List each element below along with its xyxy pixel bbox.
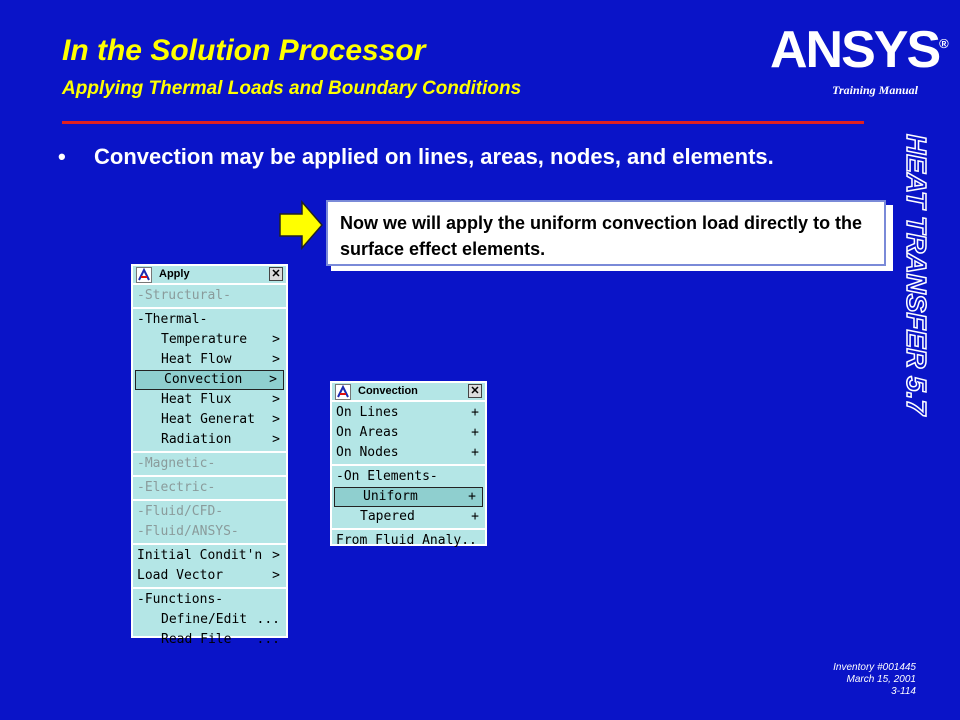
slide-subtitle: Applying Thermal Loads and Boundary Cond…	[62, 78, 522, 99]
load-group: Initial Condit'n > Load Vector >	[133, 545, 286, 589]
menu-item-heat-flow[interactable]: Heat Flow >	[133, 350, 286, 370]
menu-item-label: On Nodes	[336, 445, 399, 460]
convection-title: Convection	[358, 385, 418, 397]
submenu-arrow-icon: >	[272, 432, 280, 447]
pick-plus-icon: +	[471, 425, 479, 440]
menu-item-from-fluid-analysis[interactable]: From Fluid Analy..	[336, 533, 477, 548]
menu-item-label: Heat Flow	[161, 352, 232, 367]
menu-item-label: On Areas	[336, 425, 399, 440]
menu-item-tapered[interactable]: Tapered +	[332, 507, 485, 527]
menu-item-heat-flux[interactable]: Heat Flux >	[133, 390, 286, 410]
menu-item-temperature[interactable]: Temperature >	[133, 330, 286, 350]
submenu-arrow-icon: >	[269, 372, 277, 387]
apply-panel: Apply ✕ -Structural- -Thermal- Temperatu…	[131, 264, 288, 647]
inventory-number: Inventory #001445	[833, 662, 916, 673]
menu-item-label: Read File	[161, 632, 232, 647]
close-icon[interactable]: ✕	[468, 384, 482, 398]
menu-item-heat-generat[interactable]: Heat Generat >	[133, 410, 286, 430]
apply-titlebar[interactable]: Apply ✕	[133, 266, 286, 285]
menu-item-label: Radiation	[161, 432, 232, 447]
menu-item-label: Initial Condit'n	[137, 548, 263, 563]
menu-item-fluid-cfd[interactable]: -Fluid/CFD-	[137, 504, 224, 519]
menu-item-label: Temperature	[161, 332, 248, 347]
convection-geometry-group: On Lines + On Areas + On Nodes +	[332, 402, 485, 466]
ansys-logo: ANSYS®	[770, 21, 949, 79]
menu-header-thermal[interactable]: -Thermal-	[137, 312, 208, 327]
menu-item-convection[interactable]: Convection >	[135, 370, 284, 390]
menu-header-on-elements[interactable]: -On Elements-	[336, 469, 438, 484]
slide-date: March 15, 2001	[846, 674, 917, 685]
pick-plus-icon: +	[468, 489, 476, 504]
menu-item-fluid-ansys[interactable]: -Fluid/ANSYS-	[137, 524, 239, 539]
registered-mark: ®	[939, 36, 948, 51]
menu-item-load-vector[interactable]: Load Vector >	[133, 566, 286, 586]
slide-title: In the Solution Processor	[62, 34, 426, 67]
slide-footer: Inventory #001445 March 15, 2001 3-114	[696, 662, 916, 698]
page-number: 3-114	[891, 686, 916, 697]
menu-item-label: Tapered	[360, 509, 415, 524]
pick-plus-icon: +	[471, 445, 479, 460]
submenu-arrow-icon: >	[272, 568, 280, 583]
menu-item-label: Heat Flux	[161, 392, 232, 407]
submenu-arrow-icon: >	[272, 352, 280, 367]
menu-item-electric[interactable]: -Electric-	[137, 480, 216, 495]
callout-box: Now we will apply the uniform convection…	[326, 200, 886, 266]
menu-item-on-areas[interactable]: On Areas +	[332, 423, 485, 443]
arrow-right-icon	[279, 200, 323, 250]
menu-item-uniform[interactable]: Uniform +	[334, 487, 483, 507]
ansys-lambda-icon	[335, 384, 351, 400]
menu-item-define-edit[interactable]: Define/Edit...	[133, 610, 286, 630]
pick-plus-icon: +	[471, 509, 479, 524]
convection-titlebar[interactable]: Convection ✕	[332, 383, 485, 402]
menu-item-label: Heat Generat	[161, 412, 255, 427]
convection-fluid-group: From Fluid Analy..	[332, 530, 485, 552]
menu-item-label: On Lines	[336, 405, 399, 420]
ellipsis-icon: ...	[256, 612, 280, 627]
menu-item-on-nodes[interactable]: On Nodes +	[332, 443, 485, 463]
header-divider	[62, 121, 864, 124]
bullet-symbol: •	[58, 144, 66, 169]
submenu-arrow-icon: >	[272, 548, 280, 563]
convection-panel: Convection ✕ On Lines + On Areas + On Node…	[330, 381, 487, 548]
menu-item-initial-condition[interactable]: Initial Condit'n >	[133, 546, 286, 566]
training-manual-label: Training Manual	[832, 83, 918, 97]
electric-group: -Electric-	[133, 477, 286, 501]
close-icon[interactable]: ✕	[269, 267, 283, 281]
menu-header-functions[interactable]: -Functions-	[137, 592, 224, 607]
menu-item-on-lines[interactable]: On Lines +	[332, 403, 485, 423]
submenu-arrow-icon: >	[272, 412, 280, 427]
magnetic-group: -Magnetic-	[133, 453, 286, 477]
ellipsis-icon: ...	[256, 632, 280, 647]
logo-text: ANSYS	[770, 21, 941, 79]
thermal-group: -Thermal- Temperature > Heat Flow > Convec…	[133, 309, 286, 453]
menu-item-label: Uniform	[363, 489, 418, 504]
menu-item-structural[interactable]: -Structural-	[137, 288, 231, 303]
menu-item-magnetic[interactable]: -Magnetic-	[137, 456, 216, 471]
bullet-text: Convection may be applied on lines, area…	[94, 144, 774, 169]
menu-item-label: Load Vector	[137, 568, 224, 583]
menu-item-label: Define/Edit	[161, 612, 248, 627]
fluid-group: -Fluid/CFD- -Fluid/ANSYS-	[133, 501, 286, 545]
pick-plus-icon: +	[471, 405, 479, 420]
menu-item-label: Convection	[164, 372, 243, 387]
submenu-arrow-icon: >	[272, 392, 280, 407]
functions-group: -Functions- Define/Edit... Read File...	[133, 589, 286, 651]
menu-item-read-file[interactable]: Read File...	[133, 630, 286, 650]
ansys-lambda-icon	[136, 267, 152, 283]
convection-elements-group: -On Elements- Uniform + Tapered +	[332, 466, 485, 530]
apply-title: Apply	[159, 268, 190, 280]
submenu-arrow-icon: >	[272, 332, 280, 347]
structural-group: -Structural-	[133, 285, 286, 309]
menu-item-radiation[interactable]: Radiation >	[133, 430, 286, 450]
